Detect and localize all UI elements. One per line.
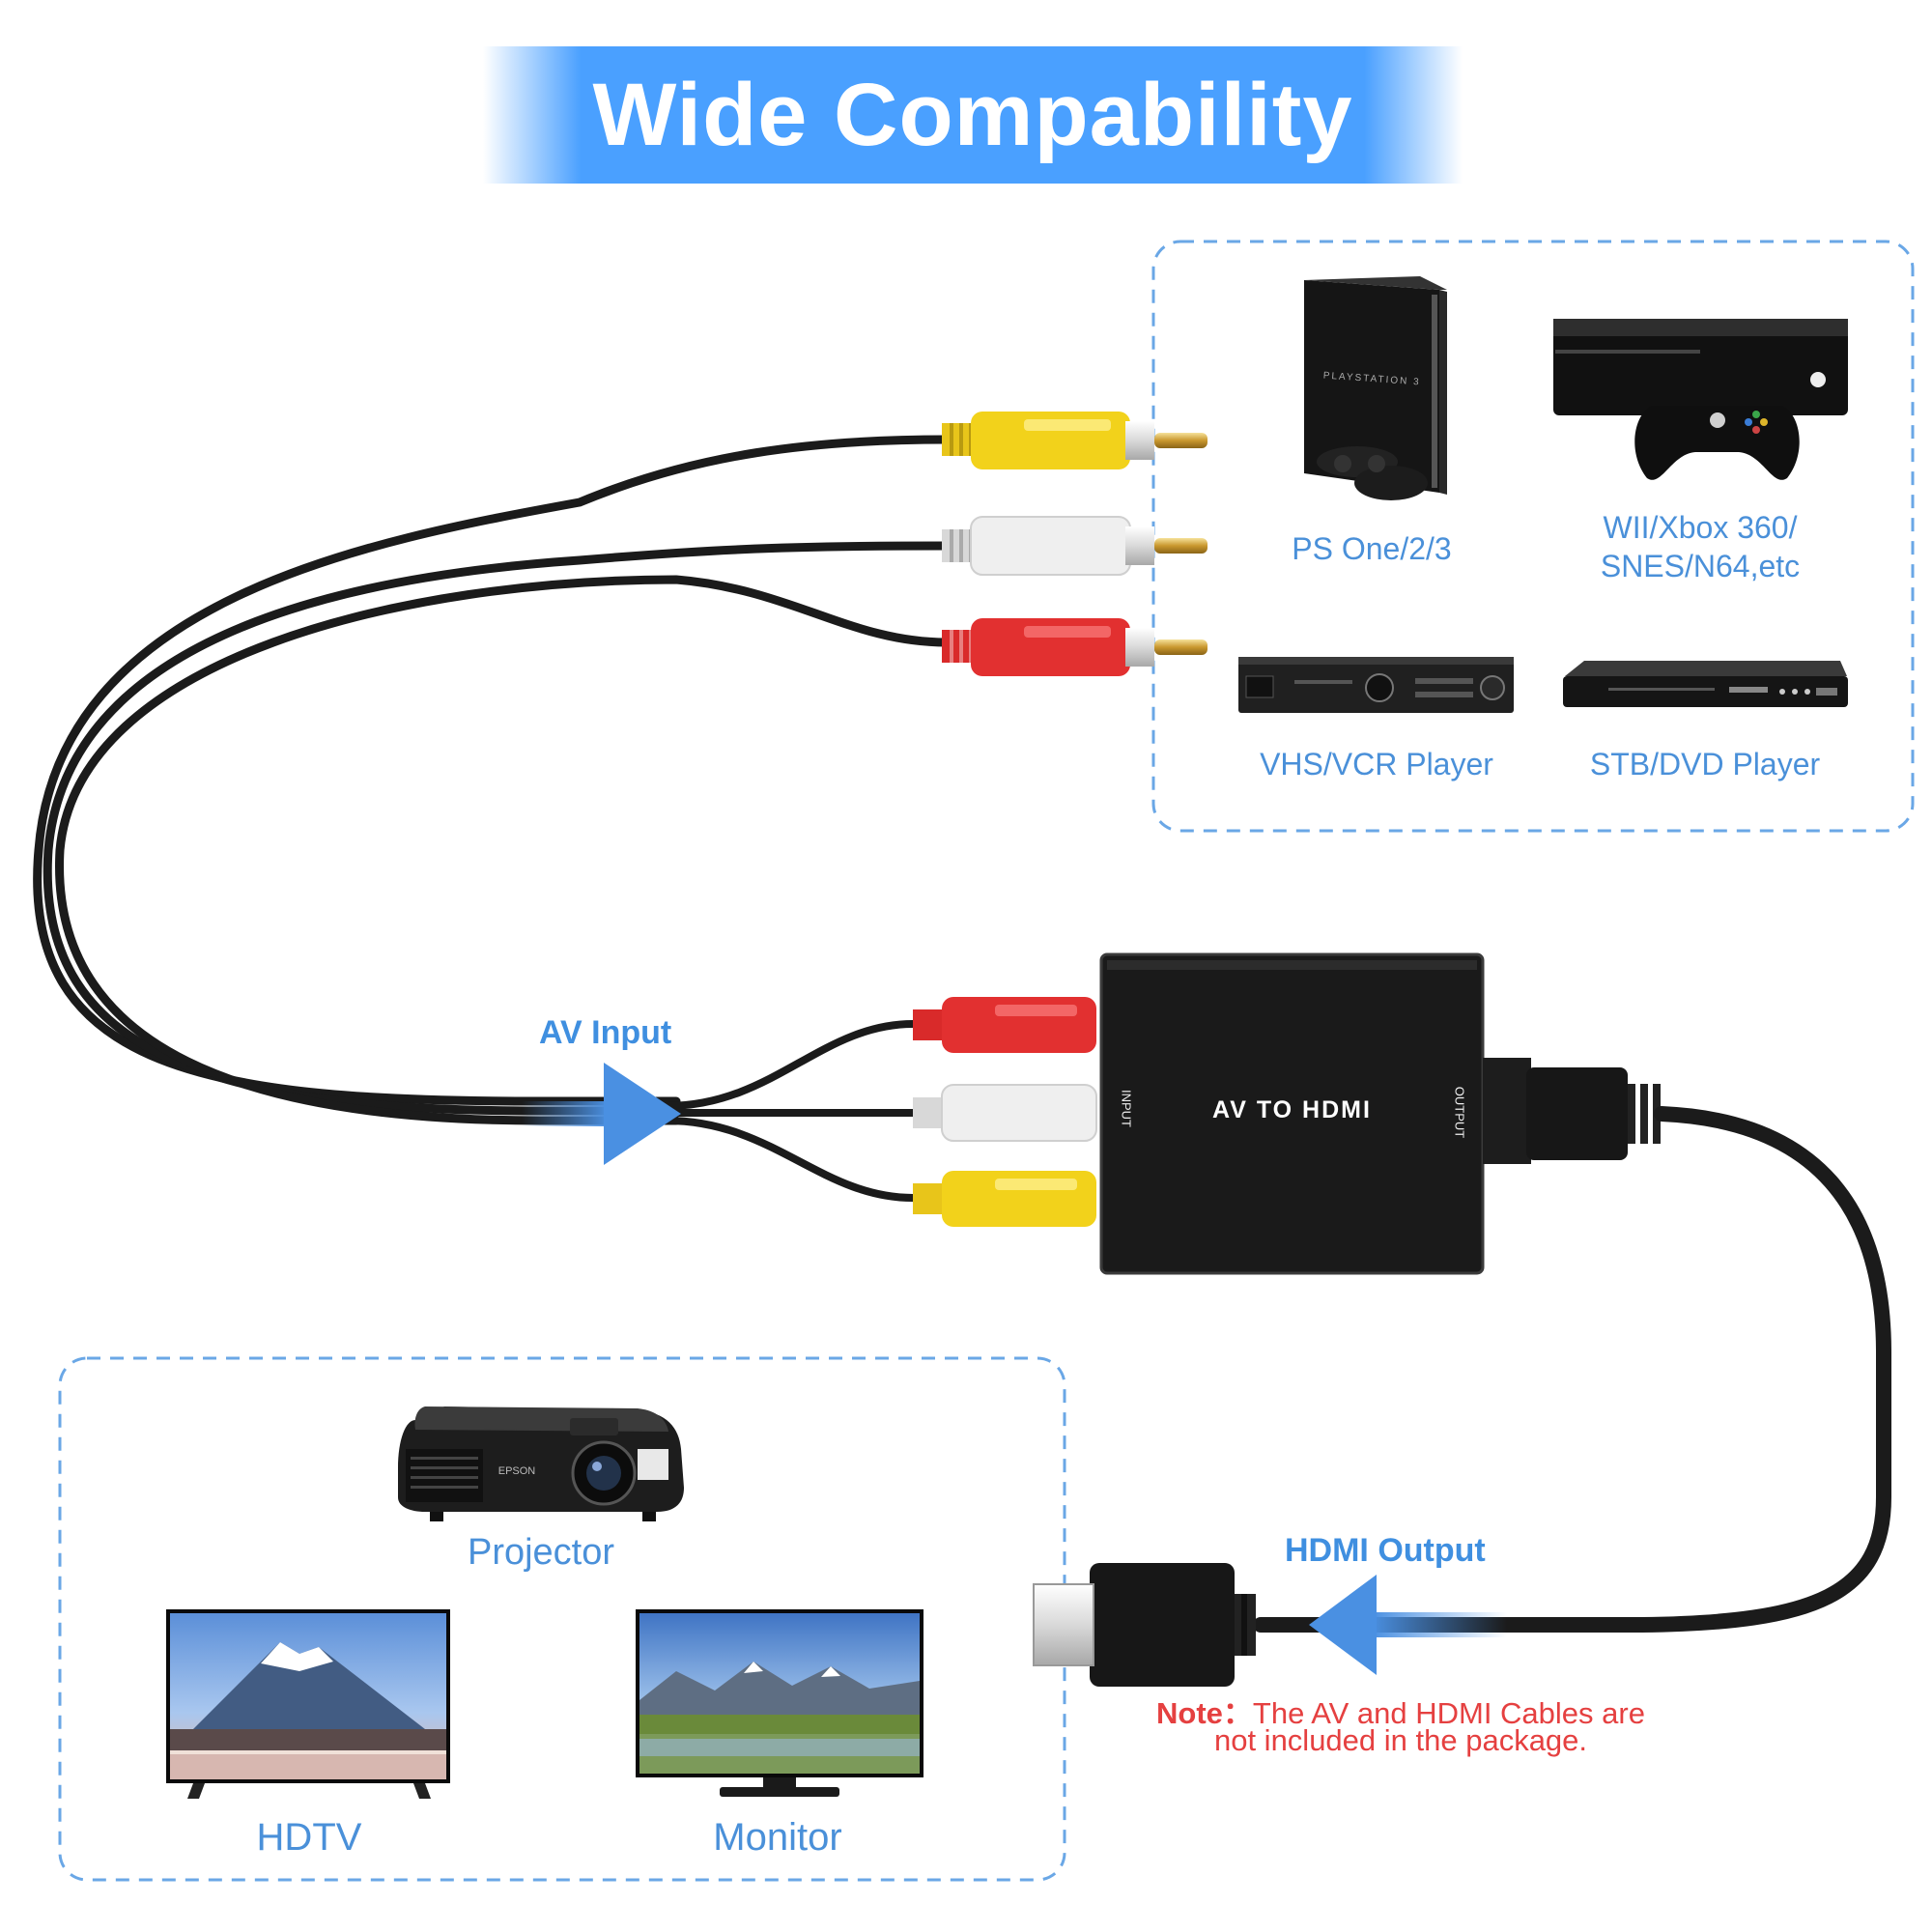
rca-plug-yellow-top [942, 412, 1208, 469]
display-devices-box [58, 1356, 1066, 1882]
hdmi-plug-output [1033, 1563, 1256, 1687]
dvd-player-icon [1563, 661, 1848, 707]
hdmi-plug-converter [1483, 1058, 1661, 1164]
av-input-label: AV Input [539, 1014, 672, 1051]
converter-label: AV TO HDMI [1212, 1096, 1372, 1123]
av-cable-bundle [33, 435, 952, 1125]
label-xbox-line2: SNES/N64,etc [1600, 549, 1801, 583]
note-line2: not included in the package. [1213, 1723, 1588, 1757]
label-monitor: Monitor [713, 1816, 842, 1859]
note-text-1: The AV and HDMI Cables are [1252, 1696, 1645, 1730]
rca-plug-yellow-input [913, 1171, 1096, 1227]
note-prefix: Note： [1156, 1696, 1253, 1730]
label-hdtv: HDTV [256, 1816, 362, 1859]
note-line1: Note：The AV and HDMI Cables are [1111, 1689, 1690, 1732]
input-port-label: INPUT [1119, 1090, 1134, 1127]
label-ps: PS One/2/3 [1292, 531, 1452, 566]
xbox-icon [1553, 319, 1848, 480]
rca-plug-white-top [942, 516, 1208, 576]
title-banner [483, 46, 1463, 184]
label-projector: Projector [467, 1532, 615, 1573]
monitor-icon [636, 1609, 923, 1797]
label-vhs: VHS/VCR Player [1260, 747, 1493, 781]
hdmi-cable [1253, 1106, 1891, 1633]
hdmi-output-label: HDMI Output [1285, 1532, 1486, 1569]
projector-brand: EPSON [498, 1465, 536, 1477]
av-input-arrow [522, 1063, 681, 1165]
playstation-icon [1304, 276, 1447, 500]
rca-plug-white-input [913, 1084, 1097, 1142]
rca-plug-red-top [942, 618, 1208, 676]
source-devices-box [1151, 240, 1915, 833]
label-stb: STB/DVD Player [1589, 747, 1821, 781]
output-port-label: OUTPUT [1452, 1086, 1467, 1139]
label-xbox-line1: WII/Xbox 360/ [1603, 510, 1798, 545]
hdtv-icon [166, 1609, 450, 1799]
av-cable-fanout [663, 1020, 917, 1202]
projector-icon [398, 1406, 684, 1521]
page-title: Wide Compability [592, 66, 1353, 164]
rca-plug-red-input [913, 997, 1096, 1053]
vhs-player-icon [1238, 657, 1514, 713]
av-to-hdmi-converter [1099, 952, 1485, 1275]
hdmi-output-arrow [1309, 1575, 1507, 1675]
